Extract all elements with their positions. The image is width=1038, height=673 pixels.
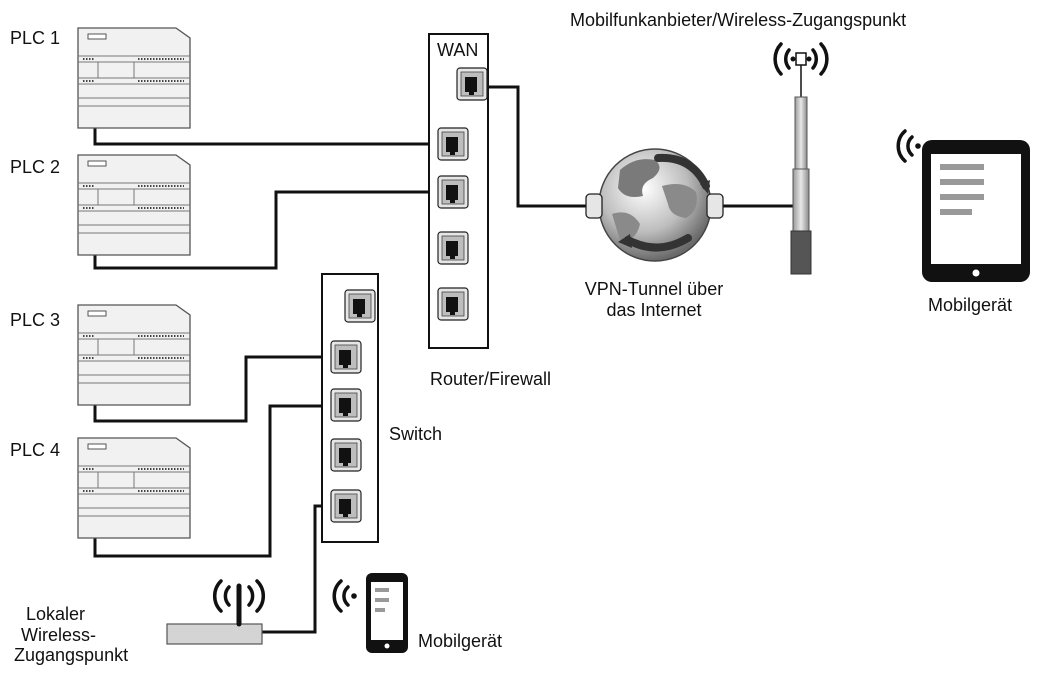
cable-ap-switch <box>262 504 331 634</box>
internet-globe-icon <box>585 148 724 262</box>
switch-port-4 <box>330 489 362 523</box>
switch-label: Switch <box>389 424 443 444</box>
network-switch[interactable] <box>321 273 379 543</box>
remote-mobile-device[interactable] <box>896 129 1030 282</box>
remote-device-label: Mobilgerät <box>928 295 1013 315</box>
wan-label: WAN <box>437 40 479 60</box>
plc-4-label: PLC 4 <box>10 440 61 460</box>
cable-plc2-router <box>93 190 432 270</box>
local-device-signal-icon <box>332 579 359 613</box>
local-access-point[interactable] <box>166 579 265 645</box>
vpn-endpoint-left <box>585 193 603 219</box>
router-lan-port-1 <box>437 127 469 161</box>
provider-label: Mobilfunkanbieter/Wireless-Zugangspunkt <box>570 10 907 30</box>
cable-router-globe <box>488 85 586 208</box>
switch-uplink-port <box>344 289 376 323</box>
provider-tower <box>773 42 829 275</box>
plc-1-label: PLC 1 <box>10 28 61 48</box>
plc-2[interactable] <box>77 154 191 256</box>
router-label: Router/Firewall <box>430 369 552 389</box>
cable-plc3-switch <box>93 355 331 423</box>
local-ap-label: Lokaler Wireless- Zugangspunkt <box>14 604 129 666</box>
plc-2-label: PLC 2 <box>10 157 61 177</box>
router-firewall[interactable] <box>428 33 489 349</box>
cable-plc4-switch <box>93 404 331 558</box>
local-ap-signal-icon <box>213 579 265 613</box>
switch-port-2 <box>330 388 362 422</box>
vpn-endpoint-right <box>706 193 724 219</box>
switch-port-1 <box>330 340 362 374</box>
cables <box>93 85 796 634</box>
plc-3-label: PLC 3 <box>10 310 61 330</box>
plc-1[interactable] <box>77 27 191 129</box>
cable-plc1-router <box>93 128 432 146</box>
local-device-label: Mobilgerät <box>418 631 503 651</box>
vpn-tunnel-label: VPN-Tunnel über das Internet <box>584 279 724 320</box>
remote-device-signal-icon <box>896 129 923 163</box>
switch-port-3 <box>330 438 362 472</box>
router-lan-port-2 <box>437 175 469 209</box>
plc-3[interactable] <box>77 304 191 406</box>
router-lan-port-4 <box>437 287 469 321</box>
router-wan-port <box>456 67 488 101</box>
local-mobile-device[interactable] <box>332 573 408 653</box>
router-lan-port-3 <box>437 231 469 265</box>
tower-signal-icon <box>773 42 829 76</box>
plc-4[interactable] <box>77 437 191 539</box>
